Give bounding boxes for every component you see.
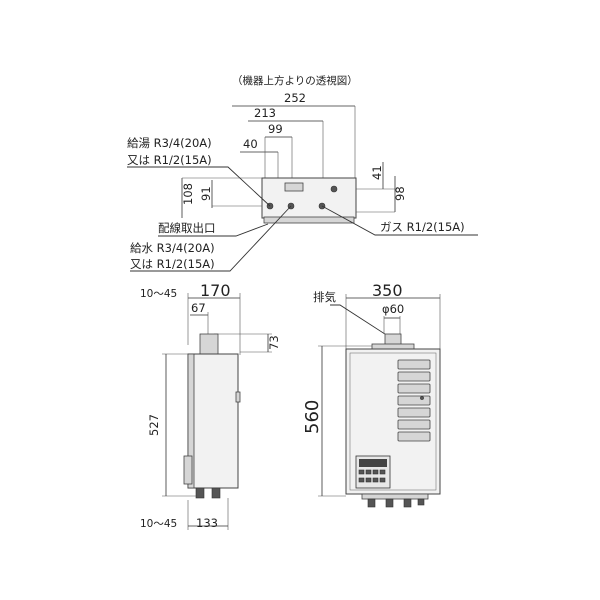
- dim-108: 108: [181, 183, 195, 205]
- wiring-outlet-leader: [158, 223, 269, 237]
- dim-213: 213: [254, 106, 276, 120]
- dia-60: φ60: [382, 302, 404, 316]
- side-view: 170 10～45 67 73 527 10～45 133: [140, 281, 281, 530]
- dim-99: 99: [268, 122, 283, 136]
- hot-water-label-1: 給湯 R3/4(20A): [127, 136, 212, 150]
- dim-10-45-top: 10～45: [140, 288, 177, 300]
- side-pipe-2: [211, 487, 221, 499]
- dim-252: 252: [284, 91, 306, 105]
- gas-label: ガス R1/2(15A): [380, 220, 465, 234]
- side-pipe-1: [195, 487, 205, 499]
- dim-10-45-bottom: 10～45: [140, 518, 177, 530]
- dim-73: 73: [267, 335, 281, 350]
- front-pipe-2: [385, 498, 394, 508]
- side-flue: [199, 333, 219, 357]
- front-pipe-4: [417, 498, 425, 506]
- dim-560: 560: [302, 400, 323, 434]
- front-bottom-plate: [361, 493, 429, 500]
- wiring-outlet-label: 配線取出口: [158, 221, 216, 235]
- top-view-lower-edge: [263, 216, 355, 224]
- exhaust-leader: [330, 304, 389, 337]
- front-control-buttons: [358, 469, 386, 483]
- front-display: [359, 459, 387, 467]
- dim-350: 350: [372, 281, 403, 300]
- exhaust-label: 排気: [313, 290, 336, 304]
- dim-527: 527: [147, 414, 161, 436]
- hot-water-label-2: 又は R1/2(15A): [127, 153, 212, 167]
- dim-133: 133: [196, 516, 218, 530]
- top-view-unit: [261, 177, 357, 219]
- front-pipe-1: [367, 498, 376, 508]
- side-unit-body: [187, 353, 239, 489]
- gas-leader: [321, 205, 478, 236]
- dim-67: 67: [191, 301, 206, 315]
- front-pipe-3: [403, 498, 412, 508]
- dim-91: 91: [199, 186, 213, 201]
- side-wall-plate: [187, 353, 195, 489]
- dim-98: 98: [393, 186, 407, 201]
- top-view-caption: （機器上方よりの透視図）: [232, 74, 358, 87]
- dim-41: 41: [370, 165, 384, 180]
- side-bracket: [183, 455, 193, 485]
- side-latch: [235, 391, 241, 403]
- dim-170: 170: [200, 281, 231, 300]
- top-view-flue: [284, 182, 304, 192]
- dim-40: 40: [243, 137, 258, 151]
- front-view: 350 排気 φ60: [302, 281, 441, 508]
- front-louvers: [397, 359, 431, 442]
- water-leader: [130, 205, 292, 272]
- water-label-2: 又は R1/2(15A): [130, 257, 215, 271]
- water-label-1: 給水 R3/4(20A): [130, 241, 215, 255]
- front-screw: [420, 396, 424, 400]
- top-view: （機器上方よりの透視図） 252 213 99 40 108 91 41: [127, 74, 478, 272]
- hot-water-leader: [127, 166, 271, 207]
- wiring-port: [330, 185, 338, 193]
